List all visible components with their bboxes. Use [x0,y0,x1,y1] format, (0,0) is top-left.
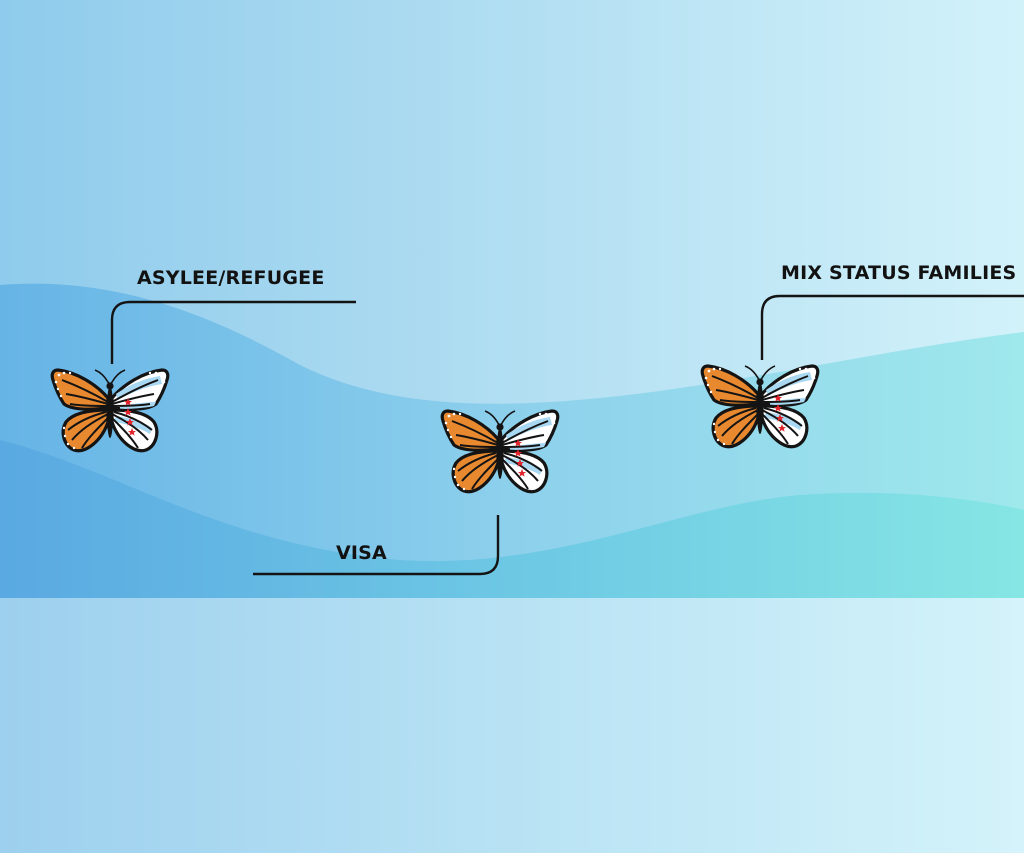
asylee-callout-line [110,300,356,364]
mix-status-callout-line [760,294,1024,360]
mix-status-families-label: MIX STATUS FAMILIES [781,262,1017,284]
bottom-panel [0,598,1024,853]
visa-label: VISA [336,542,387,564]
lower-wave-band [0,440,1024,598]
visa-callout-line [253,515,500,576]
asylee-refugee-label: ASYLEE/REFUGEE [137,267,325,289]
